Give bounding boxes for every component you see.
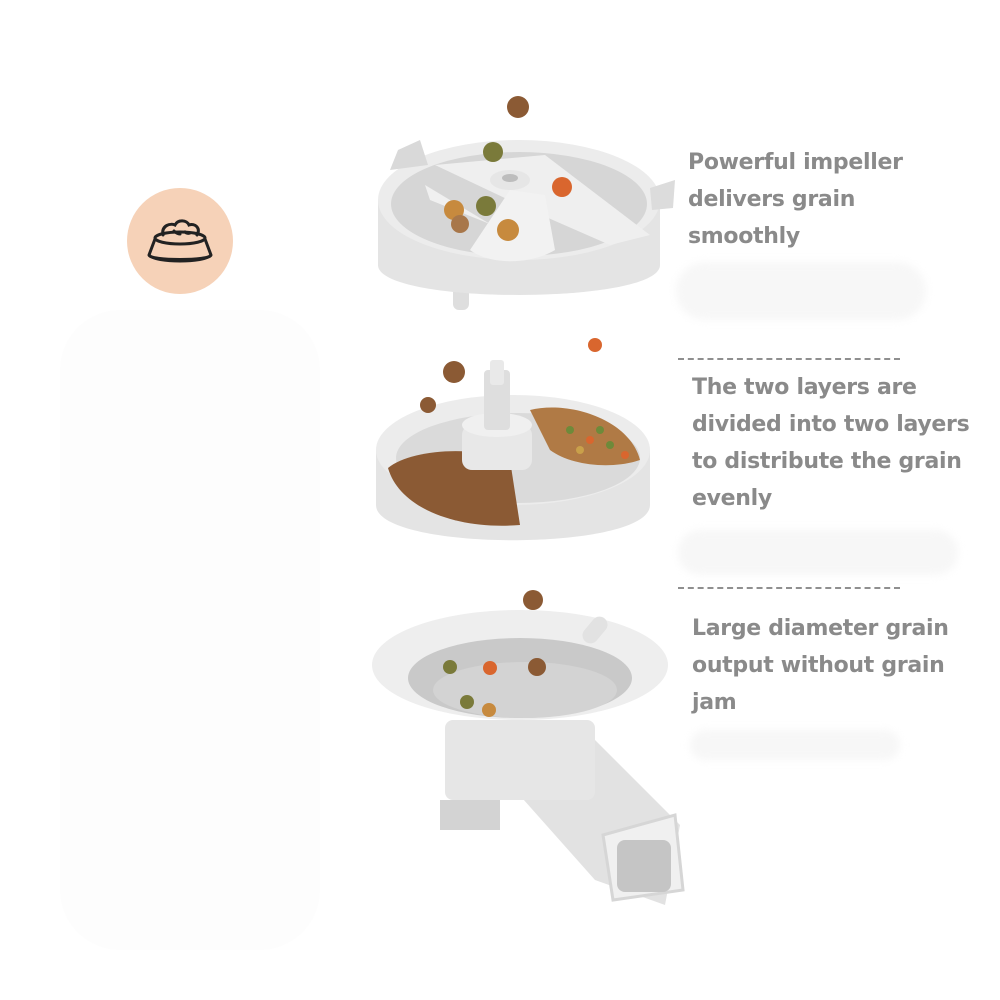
layered-divider-tray-illustration bbox=[370, 330, 680, 570]
feature-line: Powerful impeller bbox=[688, 150, 903, 175]
divider-dashed bbox=[678, 587, 900, 589]
feature-line: to distribute the grain bbox=[692, 449, 962, 474]
feature-line: jam bbox=[692, 690, 737, 715]
feature-line: smoothly bbox=[688, 224, 800, 249]
blurred-subtext bbox=[678, 530, 958, 575]
blurred-subtext bbox=[690, 730, 900, 760]
feature-line: evenly bbox=[692, 486, 772, 511]
feature-line: delivers grain bbox=[688, 187, 856, 212]
impeller-disc-illustration bbox=[370, 90, 680, 335]
background-ghost-shape bbox=[60, 310, 320, 950]
feature-impeller-text: Powerful impeller delivers grain smoothl… bbox=[688, 144, 903, 255]
blurred-subtext bbox=[676, 262, 926, 320]
feature-large-diameter-text: Large diameter grain output without grai… bbox=[692, 610, 949, 721]
divider-dashed bbox=[678, 358, 900, 360]
food-bowl-badge bbox=[127, 188, 233, 294]
food-bowl-icon bbox=[147, 219, 213, 263]
feature-line: divided into two layers bbox=[692, 412, 970, 437]
feature-line: Large diameter grain bbox=[692, 616, 949, 641]
feature-two-layers-text: The two layers are divided into two laye… bbox=[692, 369, 970, 517]
feature-line: output without grain bbox=[692, 653, 945, 678]
funnel-outlet-chute-illustration bbox=[365, 590, 695, 920]
feature-line: The two layers are bbox=[692, 375, 917, 400]
